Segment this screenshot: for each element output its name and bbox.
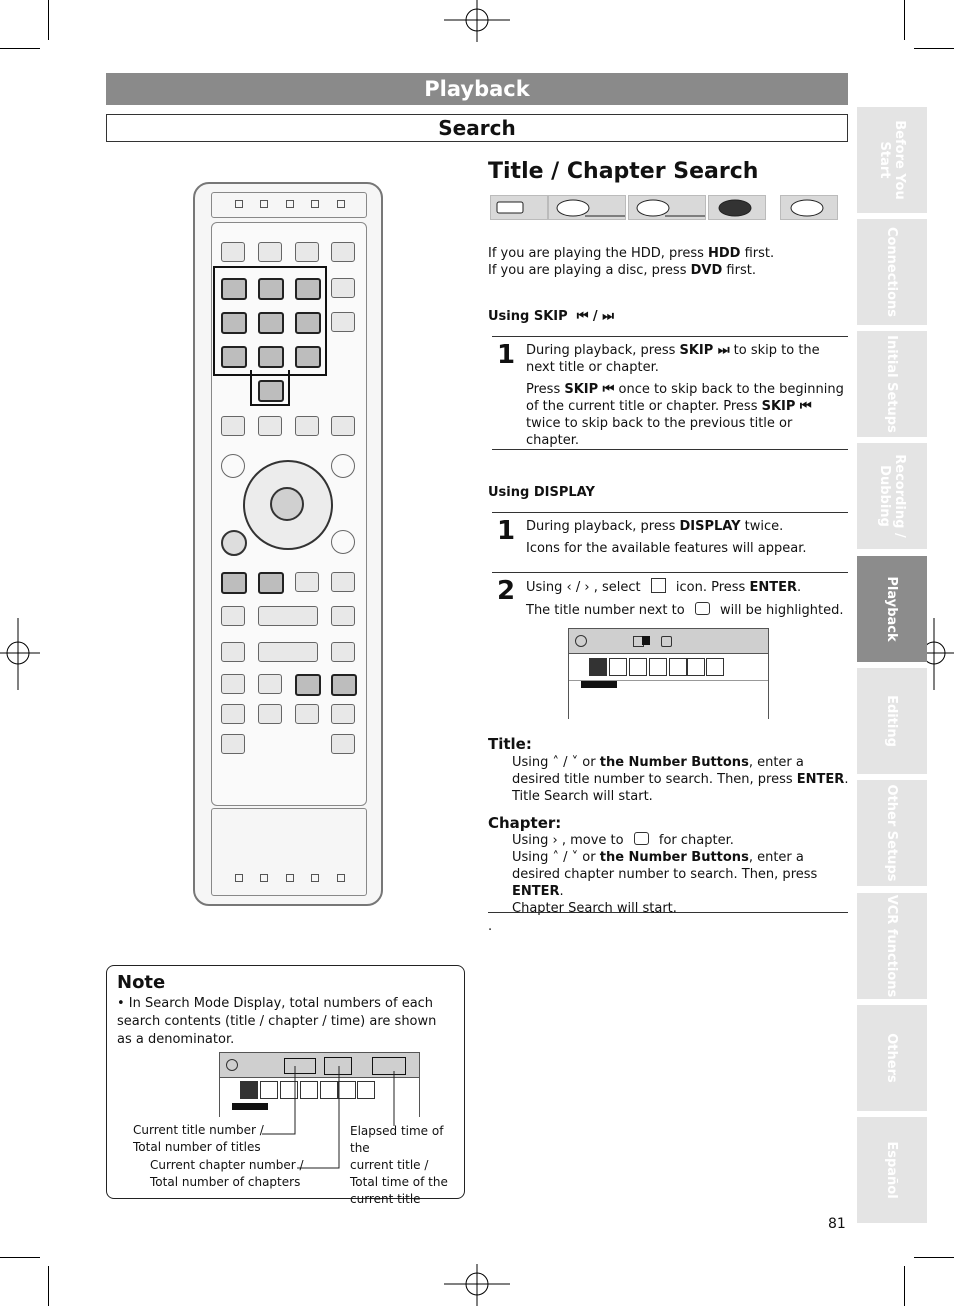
title-text: Using ˄ / ˅ or the Number Buttons, enter… [512, 755, 849, 804]
display-step2-text: Using ‹ / › , select icon. Press ENTER. … [526, 578, 844, 618]
side-tab-label: Recording / Dubbing [877, 454, 907, 538]
divider [492, 512, 848, 513]
side-tab-editing[interactable]: Editing [857, 668, 927, 774]
step-number: 1 [497, 516, 516, 546]
crop-mark [0, 48, 40, 49]
display-heading: Using DISPLAY [488, 485, 595, 500]
callout-chapter: Current chapter number /Total number of … [150, 1158, 304, 1189]
intro-text: If you are playing the HDD, press HDD fi… [488, 246, 775, 278]
callout-title: Current title number /Total number of ti… [133, 1123, 264, 1154]
side-tab-others[interactable]: Others [857, 1005, 927, 1111]
step-number: 1 [497, 340, 516, 370]
title-box-icon [694, 602, 710, 615]
registration-mark [444, 1264, 510, 1306]
step-number: 2 [497, 576, 516, 606]
registration-mark [444, 0, 510, 42]
side-tab-espanol[interactable]: Español [857, 1117, 927, 1223]
crop-mark [48, 0, 49, 40]
trailing-dot: . [488, 919, 493, 934]
side-tab-label: Initial Setups [884, 335, 900, 433]
display-step1-text: During playback, press DISPLAY twice. Ic… [526, 519, 807, 556]
side-tab-recording-dubbing[interactable]: Recording / Dubbing [857, 443, 927, 549]
crop-mark [904, 0, 905, 40]
dvd-rw-icon [780, 195, 838, 220]
side-tab-label: Other Setups [884, 784, 900, 882]
side-tab-label: Others [884, 1033, 900, 1083]
side-tab-vcr-functions[interactable]: VCR functions [857, 893, 927, 999]
note-heading: Note [117, 972, 166, 993]
crop-mark [0, 1257, 40, 1258]
divider [492, 572, 848, 573]
chapter-box-icon [633, 832, 649, 845]
chapter-text: Using › , move to for chapter. Using ˄ /… [512, 832, 818, 916]
section-banner: Playback [106, 73, 848, 105]
side-tab-label: Before You Start [877, 120, 907, 200]
side-tab-playback[interactable]: Playback [857, 556, 927, 662]
crop-mark [904, 1266, 905, 1306]
side-tab-label: Playback [884, 576, 900, 642]
note-box: Note • In Search Mode Display, total num… [106, 965, 465, 1206]
side-tab-label: Connections [884, 226, 900, 318]
divider [488, 912, 848, 913]
dvd-video-icon [548, 195, 626, 220]
side-tab-before-you-start[interactable]: Before You Start [857, 107, 927, 213]
registration-mark [0, 618, 40, 690]
divider [492, 449, 848, 450]
crop-mark [48, 1266, 49, 1306]
page-number: 81 [828, 1216, 846, 1232]
side-tab-label: VCR functions [884, 894, 900, 998]
dvd-r-icon [708, 195, 766, 220]
crop-mark [914, 48, 954, 49]
side-tab-label: Editing [884, 695, 900, 747]
dvd-vr-icon [628, 195, 706, 220]
hdd-icon [490, 195, 548, 220]
side-tab-initial-setups[interactable]: Initial Setups [857, 331, 927, 437]
side-tab-other-setups[interactable]: Other Setups [857, 780, 927, 886]
side-tab-label: Español [884, 1141, 900, 1199]
side-tab-connections[interactable]: Connections [857, 219, 927, 325]
display-screen [568, 628, 769, 719]
remote-control-illustration [193, 182, 383, 906]
note-bullet: • In Search Mode Display, total numbers … [117, 996, 437, 1047]
crop-mark [914, 1257, 954, 1258]
divider [492, 336, 848, 337]
subsection-banner: Search [106, 114, 848, 142]
title-heading: Title: [488, 735, 532, 753]
page-title: Title / Chapter Search [488, 159, 759, 184]
search-icon [650, 578, 666, 593]
chapter-heading: Chapter: [488, 814, 562, 832]
skip-step-text: During playback, press SKIP ⏭ to skip to… [526, 343, 844, 448]
note-display-screen [219, 1052, 420, 1117]
skip-heading: Using SKIP ⏮ / ⏭ [488, 309, 614, 324]
